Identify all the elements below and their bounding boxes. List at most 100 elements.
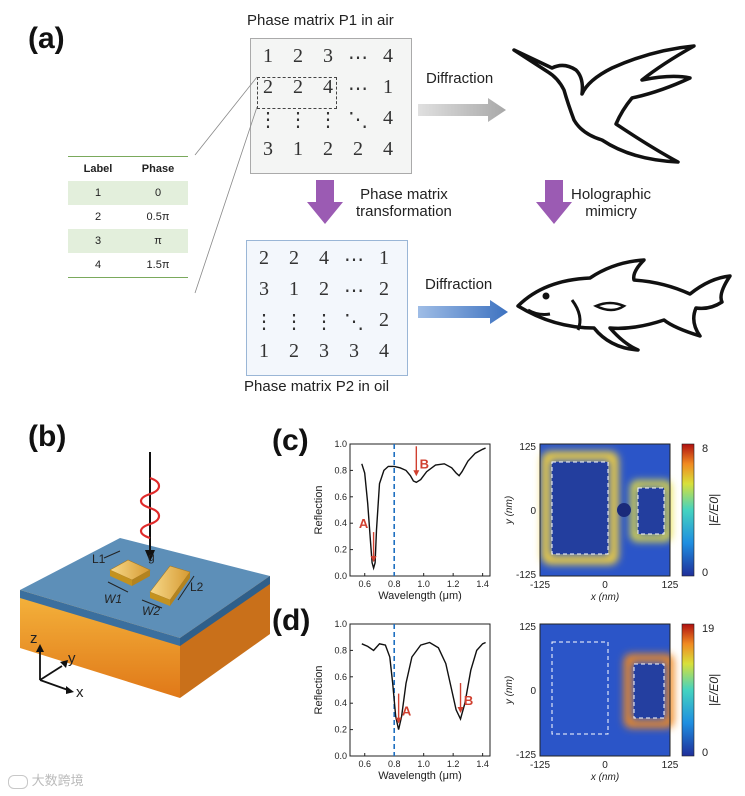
x-tick-label: 1.2 (447, 759, 460, 769)
colorbar-max: 8 (702, 443, 708, 455)
plot-frame (349, 623, 491, 757)
x-tick-label: 0.8 (388, 759, 401, 769)
label-phase-table: Label Phase 1 0 2 0.5π 3 π 4 1.5π (68, 156, 188, 278)
polarization-wave (139, 476, 161, 540)
x-tick-label: 0 (602, 760, 608, 771)
glow-bar-2 (630, 480, 672, 542)
y-axis-label: y (nm) (504, 496, 515, 525)
fish-icon (516, 258, 732, 352)
x-tick-label: 0.6 (358, 579, 371, 589)
plot-frame (349, 443, 491, 577)
label-w1: W1 (104, 592, 122, 606)
y-tick-label: 0.8 (334, 465, 347, 475)
matrix-cell: 1 (259, 340, 269, 362)
colorbar (681, 623, 695, 757)
axis-z: z (30, 630, 38, 647)
matrix-cell: 2 (293, 76, 303, 98)
matrix-cell: 2 (379, 309, 389, 331)
holo-line-1: Holographic (571, 186, 652, 203)
annotation-label: A (359, 516, 369, 531)
x-tick-label: 1.4 (476, 759, 489, 769)
y-tick-label: 0.6 (334, 492, 347, 502)
matrix-cell: 4 (383, 138, 393, 160)
annotation-arrowhead (370, 556, 377, 563)
gap-dark (617, 503, 631, 517)
x-tick-label: 0 (602, 580, 608, 591)
table-header-phase: Phase (141, 163, 175, 175)
x-tick-label: 1.4 (476, 579, 489, 589)
matrix-cell: ⋯ (348, 47, 368, 69)
table-row: 4 1.5π (68, 253, 188, 277)
x-tick-label: -125 (530, 580, 550, 591)
y-tick-label: 0 (530, 686, 536, 697)
holo-line-2: mimicry (585, 203, 637, 220)
purple-arrow-1 (307, 180, 343, 224)
table-cell: 1.5π (146, 259, 170, 271)
watermark-text: 大数跨境 (31, 773, 84, 788)
p1-highlight-box (257, 77, 337, 109)
glow-bar-1 (541, 451, 619, 565)
matrix-cell: 2 (379, 278, 389, 300)
matrix-cell: 4 (383, 107, 393, 129)
watermark-logo-icon (8, 774, 28, 789)
matrix-cell: ⋮ (284, 311, 304, 333)
annotation-arrowhead (413, 470, 420, 477)
nanobar-outline-2 (637, 487, 665, 535)
annotation-label: B (420, 456, 429, 471)
x-tick-label: 0.8 (388, 579, 401, 589)
y-tick-label: 0.6 (334, 672, 347, 682)
table-cell: 2 (94, 211, 102, 223)
x-tick-label: 0.6 (358, 759, 371, 769)
x-axis-label: x (nm) (590, 772, 619, 783)
matrix-cell: 1 (289, 278, 299, 300)
y-axis-label: Reflection (313, 486, 325, 535)
matrix-cell: 1 (379, 247, 389, 269)
matrix-cell: ⋮ (254, 311, 274, 333)
annotation-label: B (464, 693, 473, 708)
gold-layer-side (180, 576, 270, 698)
matrix-cell: 2 (259, 247, 269, 269)
matrix-cell: ⋮ (314, 311, 334, 333)
table-cell: 4 (94, 259, 102, 271)
matrix-cell: ⋯ (348, 78, 368, 100)
diffraction-label-2: Diffraction (425, 276, 493, 293)
y-tick-label: 0.8 (334, 645, 347, 655)
metasurface-schematic (20, 452, 270, 698)
annotation-label: A (402, 704, 412, 719)
colorbar (681, 443, 695, 577)
colorbar-label: |E/E0| (707, 674, 721, 706)
transform-line-1: Phase matrix (360, 186, 448, 203)
holographic-label: Holographic mimicry (571, 186, 651, 220)
matrix-cell: 4 (323, 76, 333, 98)
table-row: 3 π (68, 229, 188, 253)
panel-a-label: (a) (28, 22, 65, 55)
colorbar-min: 0 (702, 747, 708, 759)
nanobar-outline-2 (633, 663, 665, 719)
matrix-cell: 2 (319, 278, 329, 300)
p2-title: Phase matrix P2 in oil (244, 378, 390, 395)
table-cell: 1 (94, 187, 102, 199)
gray-arrow (418, 98, 506, 122)
axis-x: x (76, 684, 84, 701)
y-tick-label: 125 (519, 442, 536, 453)
matrix-cell: ⋯ (344, 280, 364, 302)
colorbar-label: |E/E0| (707, 494, 721, 526)
x-tick-label: -125 (530, 760, 550, 771)
y-tick-label: 1.0 (334, 439, 347, 449)
matrix-cell: 4 (319, 247, 329, 269)
gold-layer-front (20, 590, 180, 698)
annotation-arrowhead (395, 717, 402, 724)
y-tick-label: 0.2 (334, 545, 347, 555)
matrix-cell: 4 (383, 45, 393, 67)
matrix-cell: 3 (349, 340, 359, 362)
table-row: 1 0 (68, 181, 188, 205)
transform-line-2: transformation (356, 203, 452, 220)
table-cell: 3 (94, 235, 102, 247)
table-cell: 0.5π (146, 211, 170, 223)
matrix-cell: 3 (323, 45, 333, 67)
blue-arrow (418, 300, 508, 324)
x-axis-label: Wavelength (μm) (378, 770, 462, 782)
substrate-top (20, 538, 270, 638)
